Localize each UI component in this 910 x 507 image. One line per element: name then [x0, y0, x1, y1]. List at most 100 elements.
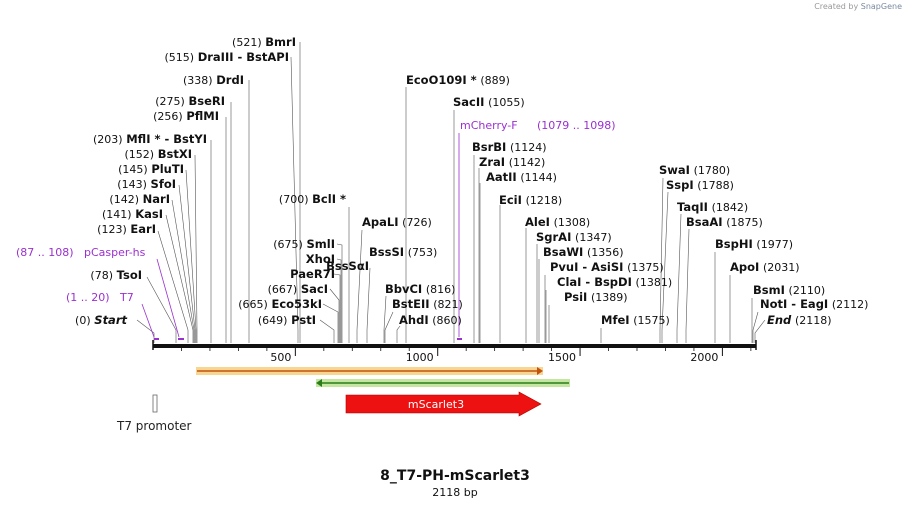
site-label: PaeR7I: [290, 267, 335, 281]
site-name: DraIII - BstAPI: [198, 50, 289, 64]
site-name: KasI: [135, 207, 163, 221]
site-position: (816): [426, 283, 456, 296]
site-position: (145): [118, 163, 148, 176]
site-position: (1218): [526, 194, 563, 207]
site-name: AleI: [525, 215, 550, 229]
ruler-label: 500: [270, 351, 291, 364]
leader-eari: [157, 230, 189, 343]
site-label: (515) DraIII - BstAPI: [164, 50, 289, 64]
site-position: (1575): [633, 314, 670, 327]
site-position: (665): [238, 298, 268, 311]
site-name: ApaLI: [362, 215, 399, 229]
site-label: BssSI (753): [369, 245, 437, 259]
primer-name-mcherry: mCherry-F: [460, 119, 518, 132]
site-name: MfeI: [601, 313, 630, 327]
mscarlet3-label: mScarlet3: [408, 398, 464, 411]
site-position: (275): [155, 95, 185, 108]
site-label: SwaI (1780): [659, 163, 730, 177]
leader-nari: [171, 199, 195, 343]
leader-sfoi: [178, 184, 196, 343]
leader-tsoi: [146, 276, 177, 343]
leader-dra: [290, 56, 299, 343]
site-name: TaqII: [677, 200, 708, 214]
site-position: (1788): [697, 179, 734, 192]
site-name: BclI *: [312, 192, 346, 206]
site-position: (1842): [712, 201, 749, 214]
site-name: SfoI: [151, 177, 176, 191]
site-name: BssSαI: [326, 259, 369, 273]
t7-promoter-box: [152, 394, 158, 413]
map-length: 2118 bp: [432, 486, 477, 499]
site-label: XhoI: [306, 252, 335, 266]
feature-orange-arrow: [196, 367, 543, 375]
leader-paer7i: [333, 273, 341, 343]
site-label: ApaLI (726): [362, 215, 432, 229]
site-name: SacI: [301, 282, 328, 296]
leader-apali: [356, 229, 363, 343]
site-name: DrdI: [216, 73, 244, 87]
site-position: (2031): [763, 261, 800, 274]
t7-promoter-label: T7 promoter: [116, 419, 192, 433]
site-name: EarI: [130, 222, 156, 236]
site-name: BsaAI: [686, 215, 723, 229]
site-position: (1389): [591, 291, 628, 304]
site-label: (123) EarI: [97, 222, 156, 236]
site-name: ClaI - BspDI: [557, 275, 632, 289]
site-position: (152): [124, 148, 154, 161]
site-label: (667) SacI: [268, 282, 328, 296]
site-name: SgrAI: [536, 230, 571, 244]
site-label: (203) MflI * - BstYI: [93, 132, 207, 146]
site-label: SspI (1788): [666, 178, 734, 192]
site-position: (2110): [789, 284, 826, 297]
site-label: SacII (1055): [453, 95, 525, 109]
site-name: AhdI: [399, 313, 429, 327]
leader-smli: [336, 243, 343, 343]
site-name: End: [767, 313, 792, 327]
site-name: BseRI: [188, 94, 225, 108]
site-label: (142) NarI: [109, 192, 170, 206]
site-name: MflI * - BstYI: [126, 132, 207, 146]
site-position: (1977): [756, 238, 793, 251]
site-label: MfeI (1575): [601, 313, 670, 327]
site-label: (143) SfoI: [117, 177, 176, 191]
site-label: BspHI (1977): [715, 237, 793, 251]
site-label: (700) BclI *: [279, 192, 346, 206]
site-position: (143): [117, 178, 147, 191]
sequence-backbone: [152, 340, 757, 350]
site-label: AleI (1308): [525, 215, 590, 229]
leader-psti: [319, 319, 335, 343]
primer-name-t7: T7: [119, 291, 134, 304]
site-name: SwaI: [659, 163, 690, 177]
leader-bsteii: [384, 311, 394, 343]
leader-sspi: [661, 191, 669, 343]
leader-start: [136, 319, 155, 343]
site-position: (1381): [636, 276, 673, 289]
leader-ahdi: [396, 325, 401, 343]
site-position: (726): [402, 216, 432, 229]
site-position: (1375): [627, 261, 664, 274]
site-position: (1144): [520, 171, 557, 184]
orange-arrow-head: [537, 367, 543, 375]
site-position: (700): [279, 193, 309, 206]
site-name: XhoI: [306, 252, 335, 266]
feature-t7-promoter: T7 promoter: [116, 394, 192, 433]
site-label: ZraI (1142): [479, 155, 545, 169]
site-leader-lines: [136, 42, 766, 343]
leader-eco53ki: [322, 303, 339, 343]
site-position: (1780): [694, 164, 731, 177]
site-label: (649) PstI: [258, 313, 316, 327]
site-position: (78): [90, 269, 113, 282]
site-position: (667): [268, 283, 298, 296]
site-name: SspI: [666, 178, 694, 192]
site-label: PvuI - AsiSI (1375): [550, 260, 664, 274]
site-label: (338) DrdI: [183, 73, 244, 87]
site-position: (1124): [510, 141, 547, 154]
site-name: PluTI: [151, 162, 184, 176]
site-label: (78) TsoI: [90, 268, 142, 282]
site-name: BssSI: [369, 245, 404, 259]
site-name: PstI: [291, 313, 316, 327]
site-label: End (2118): [767, 313, 832, 327]
leader-saci: [329, 288, 340, 343]
leader-primer-t7: [141, 303, 155, 338]
site-label: TaqII (1842): [677, 200, 748, 214]
